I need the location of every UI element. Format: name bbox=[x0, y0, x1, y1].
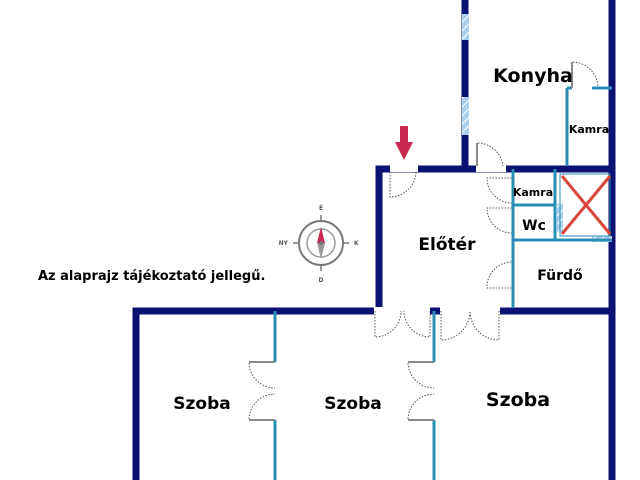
cross-mark-icon bbox=[559, 173, 612, 237]
compass-rose-icon: É D K NY bbox=[279, 204, 359, 284]
room-labels: Konyha Kamra Kamra Előtér Wc Fürdő Szoba… bbox=[173, 65, 609, 414]
szoba-right-door-opening bbox=[440, 307, 500, 315]
door-furdo bbox=[486, 261, 513, 289]
inner-walls bbox=[273, 86, 612, 480]
door-leaves bbox=[249, 62, 573, 421]
door-kamra-upper bbox=[571, 61, 599, 89]
window-1 bbox=[462, 14, 469, 40]
down-arrow-icon bbox=[395, 126, 413, 160]
room-label-konyha: Konyha bbox=[493, 65, 573, 87]
entrance-opening bbox=[390, 165, 418, 172]
door-szoba-right-a bbox=[440, 310, 471, 341]
door-kamra-lower bbox=[486, 177, 513, 204]
room-label-wc: Wc bbox=[522, 218, 546, 234]
door-kitchen bbox=[476, 142, 504, 167]
room-label-eloter: Előtér bbox=[418, 235, 476, 255]
door-wc bbox=[486, 207, 513, 234]
compass-east-label: K bbox=[354, 240, 359, 247]
szoba-mid-east-door-opening bbox=[430, 362, 438, 420]
door-openings bbox=[271, 86, 592, 420]
kitchen-door-opening bbox=[476, 165, 506, 172]
compass-west-label: NY bbox=[279, 240, 289, 247]
room-label-kamra-upper: Kamra bbox=[569, 123, 609, 136]
door-szoba-right-b bbox=[469, 310, 500, 341]
window-2 bbox=[462, 97, 469, 135]
szoba-left-door-opening bbox=[271, 362, 279, 420]
compass-north-label: É bbox=[319, 204, 323, 212]
disclaimer-note: Az alaprajz tájékoztató jellegű. bbox=[38, 269, 265, 284]
kamra-door-opening bbox=[572, 86, 592, 91]
door-entrance bbox=[389, 171, 417, 198]
room-label-kamra-lower: Kamra bbox=[513, 186, 553, 199]
room-label-szoba-right: Szoba bbox=[486, 389, 550, 411]
compass-south-label: D bbox=[319, 277, 324, 284]
door-swings bbox=[248, 61, 599, 421]
room-label-szoba-left: Szoba bbox=[173, 394, 230, 414]
room-label-szoba-middle: Szoba bbox=[324, 394, 381, 414]
room-label-furdo: Fürdő bbox=[537, 268, 583, 284]
szoba-middle-door-opening bbox=[374, 307, 430, 315]
